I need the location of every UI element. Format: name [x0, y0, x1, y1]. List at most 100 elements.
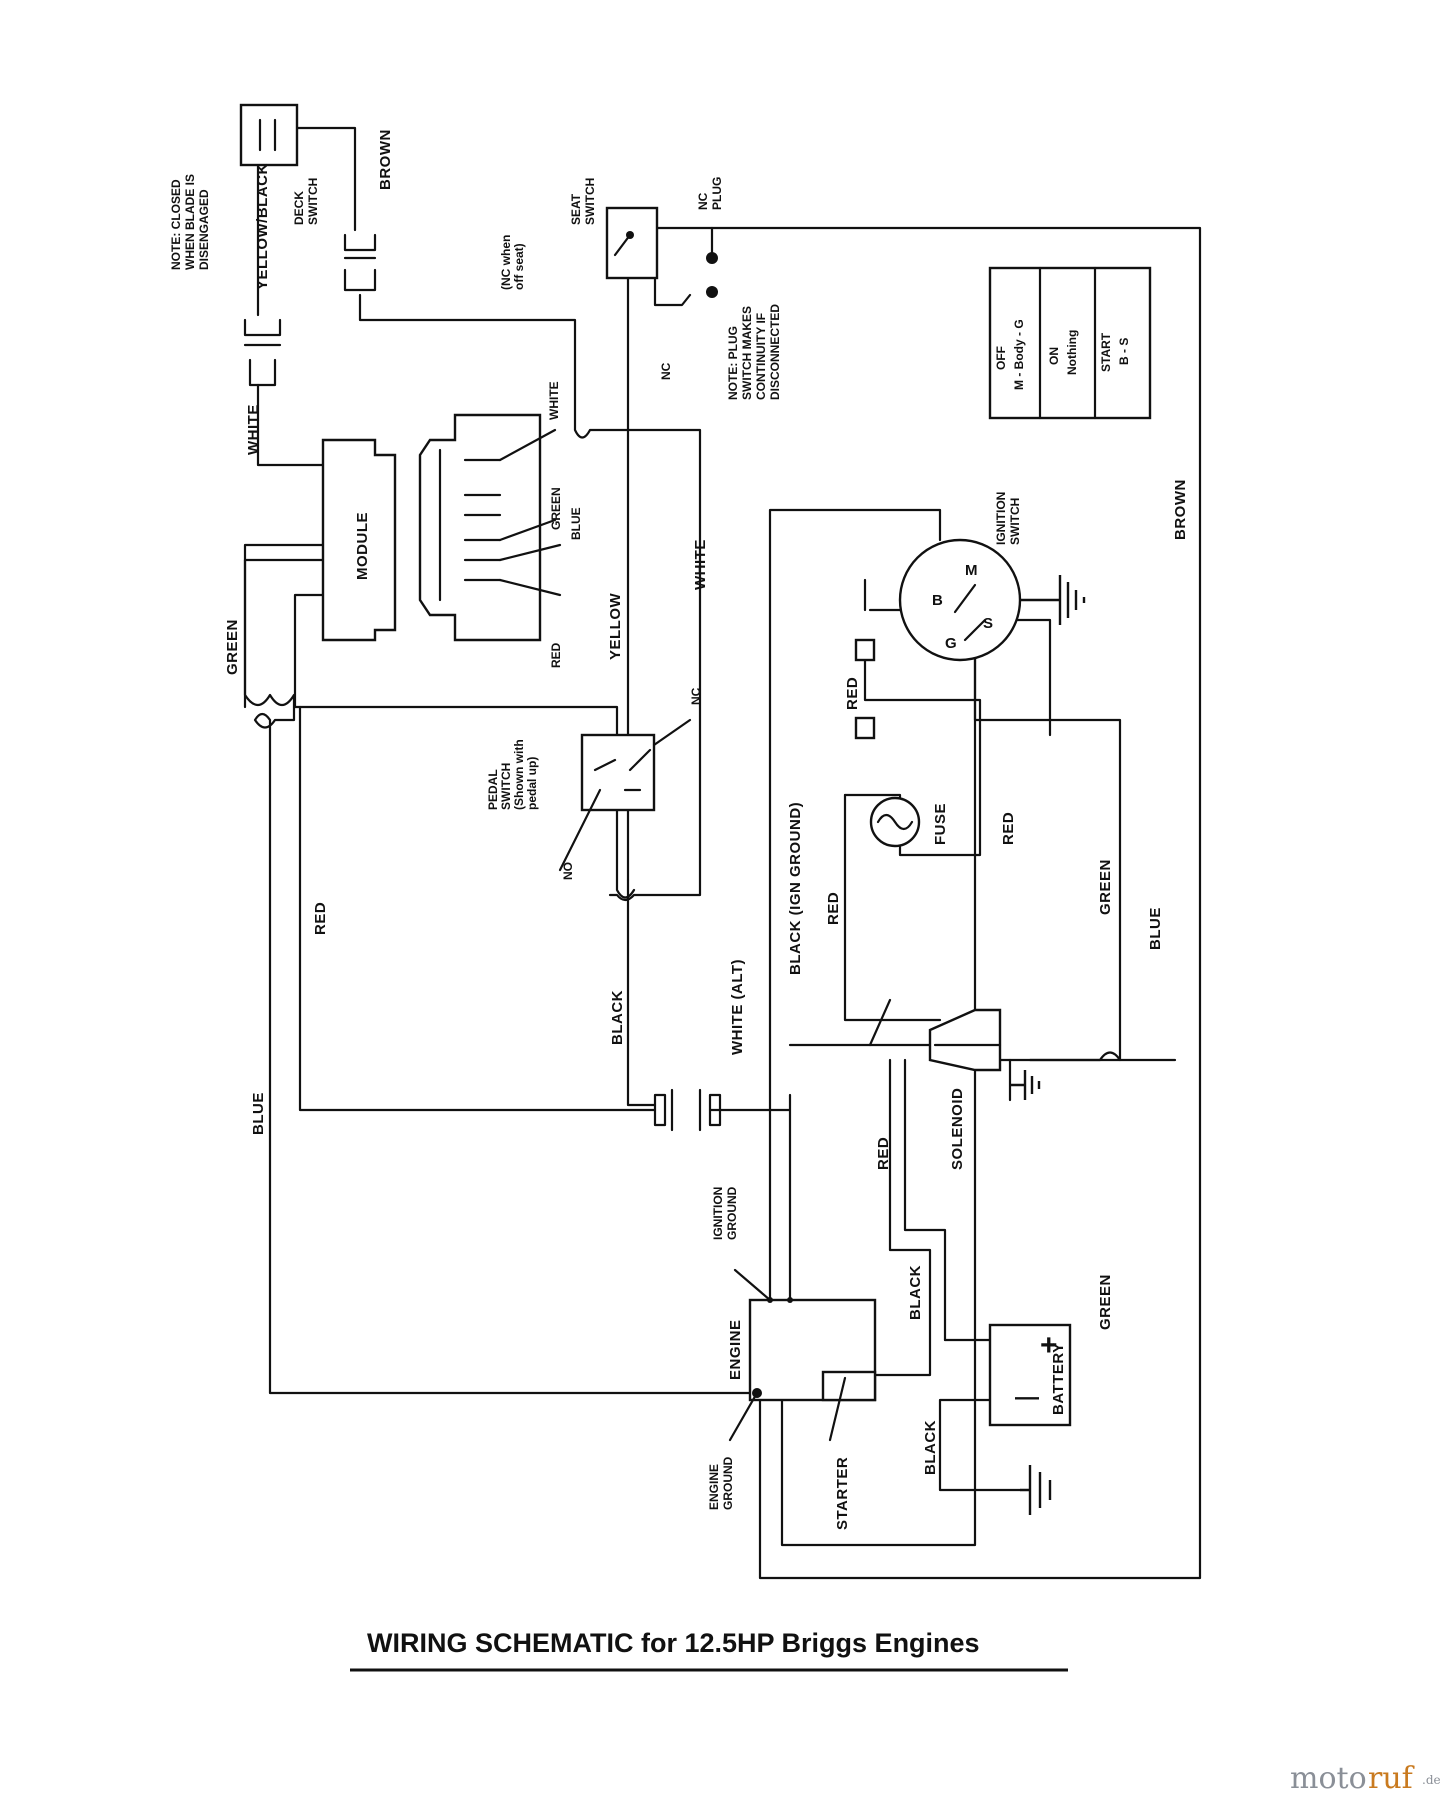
black-ign-ground-wire — [768, 508, 942, 1302]
watermark-ruf: ruf — [1368, 1761, 1415, 1796]
switch-position-table — [988, 266, 1152, 420]
label-blue-conn: BLUE — [569, 507, 583, 540]
module — [321, 438, 397, 642]
note-seat-nc-2: off seat) — [512, 243, 526, 290]
label-ign-ground-1: IGNITION — [711, 1187, 725, 1240]
label-black-mid: BLACK — [609, 990, 626, 1045]
red-sol-wire — [855, 1058, 932, 1377]
black-wire-mid — [626, 878, 657, 1107]
fuse — [843, 793, 921, 848]
label-brown-top: BROWN — [377, 129, 394, 190]
table-off-conn: M - Body - G — [1012, 319, 1026, 390]
label-ign-switch-2: SWITCH — [1008, 498, 1022, 545]
table-off: OFF — [994, 346, 1008, 370]
label-battery: BATTERY — [1050, 1342, 1067, 1415]
battery-plus-sign: + — [1040, 1329, 1058, 1362]
brown-loop-wire — [653, 226, 1202, 1580]
note-plug-3: CONTINUITY IF — [754, 313, 768, 400]
watermark-de: .de — [1422, 1773, 1441, 1787]
label-engine: ENGINE — [727, 1319, 744, 1380]
label-black-ign: BLACK (IGN GROUND) — [787, 802, 804, 975]
note-plug-4: DISCONNECTED — [768, 304, 782, 400]
label-ign-ground-2: GROUND — [725, 1186, 739, 1240]
label-module: MODULE — [354, 512, 371, 580]
label-white-top: WHITE — [245, 404, 262, 455]
label-red-conn: RED — [549, 642, 563, 668]
black-starter-wire-a — [903, 1058, 947, 1342]
ignition-switch: B M G S — [898, 538, 1022, 662]
label-red-sol: RED — [875, 1137, 892, 1170]
label-ign-switch-1: IGNITION — [994, 492, 1008, 545]
diagram-title: WIRING SCHEMATIC for 12.5HP Briggs Engin… — [367, 1628, 980, 1658]
deck-switch — [239, 103, 299, 167]
deck-connector — [243, 233, 377, 387]
label-black-starter: BLACK — [907, 1265, 924, 1320]
label-nc-seat: NC — [659, 362, 673, 380]
label-green-right: GREEN — [1097, 859, 1114, 915]
note-pedal-1: PEDAL — [486, 769, 500, 810]
label-seat-switch-2: SWITCH — [583, 178, 597, 225]
brown-wire-deck — [294, 126, 357, 232]
label-yellow-black: YELLOW/BLACK — [254, 163, 271, 290]
label-nc-plug-1: NC — [696, 192, 710, 210]
label-white-alt: WHITE (ALT) — [729, 959, 746, 1055]
label-nc-plug-2: PLUG — [710, 177, 724, 210]
label-white-conn: WHITE — [547, 381, 561, 420]
watermark-moto: moto — [1290, 1761, 1367, 1796]
pedal-switch — [558, 718, 692, 872]
white-wire-loop — [358, 293, 702, 902]
label-nc-pedal: NC — [689, 687, 703, 705]
label-engine-ground-2: GROUND — [721, 1456, 735, 1510]
label-no-pedal: NO — [561, 862, 575, 880]
white-wire — [256, 161, 325, 467]
engine — [728, 1268, 877, 1442]
note-pedal-2: SWITCH — [499, 763, 513, 810]
label-seat-switch-1: SEAT — [569, 193, 583, 225]
ign-terminal-b: B — [932, 592, 943, 609]
battery: + — — [988, 1323, 1072, 1427]
solenoid — [928, 1008, 1041, 1100]
note-plug-2: SWITCH MAKES — [740, 306, 754, 400]
label-fuse: FUSE — [932, 803, 949, 845]
blue-ign-wire — [973, 638, 1122, 1062]
ign-terminal-m: M — [965, 562, 978, 579]
red-fuse-wire — [843, 578, 982, 1022]
table-start-conn: B - S — [1117, 338, 1131, 365]
red-inline-connectors — [854, 638, 876, 740]
label-brown-right: BROWN — [1172, 479, 1189, 540]
table-on-conn: Nothing — [1065, 330, 1079, 375]
table-on: ON — [1047, 347, 1061, 365]
label-deck-switch-2: SWITCH — [306, 178, 320, 225]
labels: NOTE: CLOSED WHEN BLADE IS DISENGAGED YE… — [169, 129, 1189, 1530]
label-red-left: RED — [312, 902, 329, 935]
battery-minus-sign: — — [1015, 1384, 1040, 1411]
label-black-battery: BLACK — [922, 1420, 939, 1475]
black-battery-wire — [938, 1398, 1022, 1492]
label-engine-ground-1: ENGINE — [707, 1464, 721, 1510]
label-blue-right: BLUE — [1147, 907, 1164, 950]
note-plug-1: NOTE: PLUG — [726, 326, 740, 400]
label-red-ign: RED — [825, 892, 842, 925]
table-start: START — [1099, 332, 1113, 372]
note-seat-nc-1: (NC when — [499, 235, 513, 290]
note-blade-line3: DISENGAGED — [197, 189, 211, 270]
label-green-left: GREEN — [224, 619, 241, 675]
label-red-fuse-top: RED — [844, 677, 861, 710]
label-green-bottom: GREEN — [1097, 1274, 1114, 1330]
ign-terminal-s: S — [983, 615, 994, 632]
note-blade-line1: NOTE: CLOSED — [169, 179, 183, 270]
red-wire-module — [293, 593, 636, 899]
battery-ground-symbol — [1020, 1465, 1052, 1515]
note-pedal-3: (Shown with — [512, 739, 526, 810]
white-alt-wire — [708, 1093, 792, 1302]
seat-switch — [605, 206, 659, 280]
blue-wire — [243, 543, 752, 1395]
sol-right-wire — [998, 1051, 1177, 1062]
note-blade-line2: WHEN BLADE IS — [183, 174, 197, 270]
nc-plug — [706, 226, 718, 298]
label-deck-switch-1: DECK — [292, 191, 306, 225]
label-green-conn: GREEN — [549, 487, 563, 530]
ign-terminal-g: G — [945, 635, 957, 652]
